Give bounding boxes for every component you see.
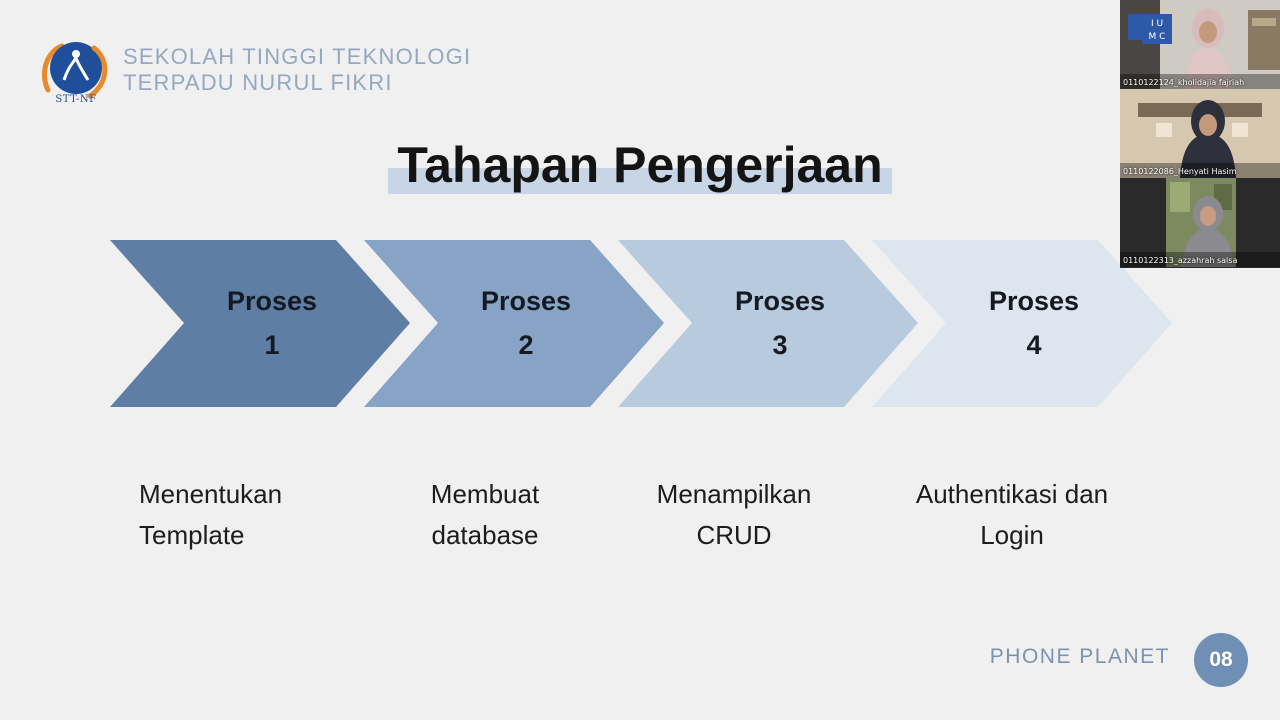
step-4-label: Proses 4 — [954, 279, 1114, 367]
svg-text:I U: I U — [1151, 19, 1163, 29]
step-1-desc-line2: Template — [139, 520, 245, 550]
wall-sign-icon: I U M C — [1142, 14, 1172, 44]
org-name-line2: TERPADU NURUL FIKRI — [123, 70, 393, 95]
step-4-desc-line2: Login — [980, 520, 1044, 550]
slide-title: Tahapan Pengerjaan — [0, 136, 1280, 194]
step-1-number: 1 — [264, 330, 280, 360]
step-2-desc-line1: Membuat — [430, 479, 540, 509]
participant-tile-2[interactable]: 0110122086_Henyati Hasim — [1120, 89, 1280, 178]
step-4-desc-line1: Authentikasi dan — [915, 479, 1109, 509]
participant-tile-3[interactable]: 0110122313_azzahrah salsa — [1120, 178, 1280, 267]
step-3-description: Menampilkan CRUD — [634, 474, 834, 556]
step-1-desc-line1: Menentukan — [139, 479, 283, 509]
step-4-number: 4 — [1026, 330, 1042, 360]
participant-1-name: 0110122124_kholidajia fajriah — [1123, 78, 1245, 87]
page-number-badge: 08 — [1194, 633, 1248, 687]
step-4-title: Proses — [988, 286, 1080, 316]
step-3-desc-line2: CRUD — [696, 520, 772, 550]
stt-nf-logo — [42, 42, 108, 99]
participant-2-video — [1120, 89, 1280, 178]
participant-3-video — [1120, 178, 1280, 267]
title-highlight — [388, 168, 892, 194]
step-3-title: Proses — [734, 286, 826, 316]
participant-3-name: 0110122313_azzahrah salsa — [1123, 256, 1238, 265]
chevron-step-1 — [110, 240, 410, 407]
slide-title-text: Tahapan Pengerjaan — [397, 137, 883, 193]
step-1-title: Proses — [226, 286, 318, 316]
project-name: PHONE PLANET — [989, 645, 1170, 668]
org-name-line1: SEKOLAH TINGGI TEKNOLOGI — [123, 44, 472, 69]
org-name: SEKOLAH TINGGI TEKNOLOGI TERPADU NURUL F… — [123, 44, 471, 96]
step-2-number: 2 — [518, 330, 534, 360]
chevron-step-4 — [872, 240, 1172, 407]
step-2-label: Proses 2 — [446, 279, 606, 367]
svg-text:M C: M C — [1149, 32, 1166, 42]
logo-caption: STT-NF — [55, 94, 97, 105]
step-3-number: 3 — [772, 330, 788, 360]
chevron-step-3 — [618, 240, 918, 407]
step-1-label: Proses 1 — [192, 279, 352, 367]
step-3-desc-line1: Menampilkan — [656, 479, 812, 509]
chevron-step-2 — [364, 240, 664, 407]
participant-2-name: 0110122086_Henyati Hasim — [1123, 167, 1237, 176]
step-2-description: Membuat database — [405, 474, 565, 556]
participant-tile-1[interactable]: I U M C 0110122124_kholidajia fajriah — [1120, 0, 1280, 89]
step-4-description: Authentikasi dan Login — [892, 474, 1132, 556]
step-2-title: Proses — [480, 286, 572, 316]
step-1-description: Menentukan Template — [139, 474, 282, 556]
video-call-panel: I U M C 0110122124_kholidajia fajriah 01… — [1120, 0, 1280, 268]
step-3-label: Proses 3 — [700, 279, 860, 367]
step-2-desc-line2: database — [431, 520, 539, 550]
